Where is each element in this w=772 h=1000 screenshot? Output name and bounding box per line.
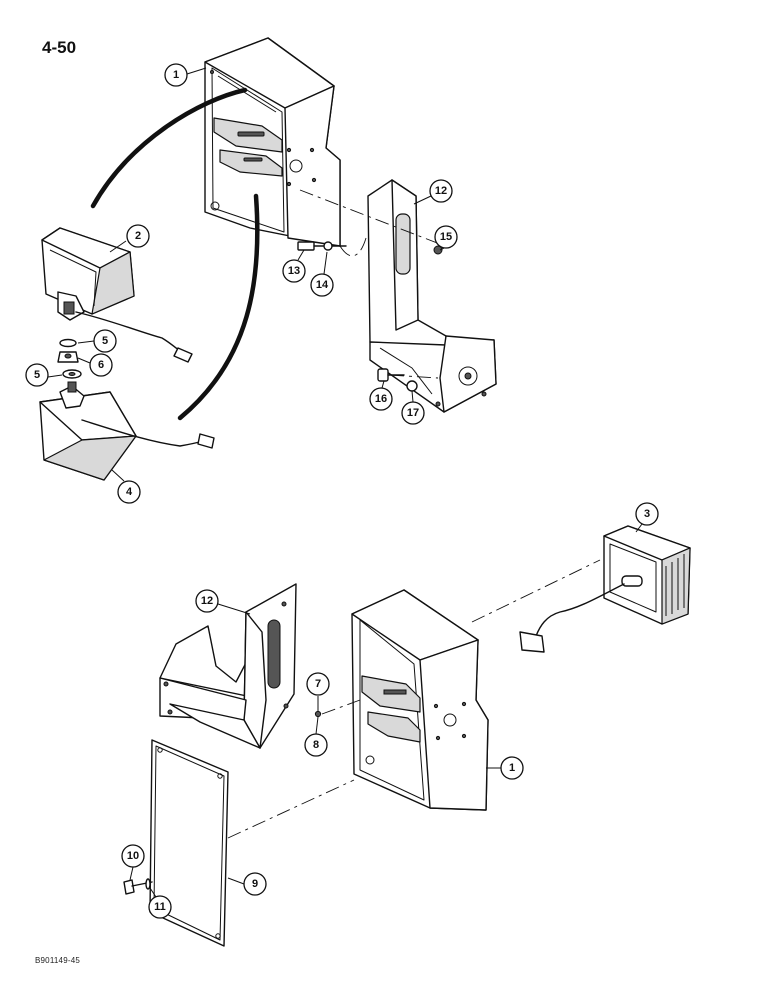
svg-text:14: 14 — [316, 279, 329, 291]
svg-text:1: 1 — [173, 69, 179, 81]
assembly-line — [321, 699, 361, 715]
wire-harness-hose — [177, 193, 260, 421]
bolt-and-washer — [297, 189, 446, 257]
callout-16: 16 — [369, 380, 393, 411]
callout-15: 15 — [434, 225, 458, 251]
callout-17: 17 — [401, 390, 425, 425]
mounting-bracket-top — [367, 179, 497, 413]
callout-12-bottom: 12 — [195, 589, 251, 615]
callout-5-lower: 5 — [25, 363, 63, 387]
mounting-bracket-bottom — [159, 583, 297, 749]
callout-11: 11 — [148, 887, 172, 919]
work-lamp-rear — [39, 381, 215, 481]
callout-6: 6 — [77, 353, 113, 377]
svg-text:10: 10 — [127, 850, 139, 862]
svg-text:5: 5 — [102, 335, 108, 347]
svg-text:12: 12 — [435, 185, 447, 197]
figure-code: B901149-45 — [35, 956, 80, 965]
svg-text:6: 6 — [98, 359, 104, 371]
svg-text:9: 9 — [252, 878, 258, 890]
svg-text:13: 13 — [288, 265, 300, 277]
callout-8: 8 — [304, 716, 328, 757]
svg-text:16: 16 — [375, 393, 387, 405]
washer-nut-stack — [57, 338, 82, 379]
callout-1-top: 1 — [164, 63, 207, 87]
svg-text:2: 2 — [135, 230, 141, 242]
callout-12-top: 12 — [413, 179, 453, 205]
callout-7: 7 — [306, 672, 330, 711]
svg-text:8: 8 — [313, 739, 319, 751]
tail-light-lens — [519, 525, 691, 653]
svg-text:15: 15 — [440, 231, 452, 243]
assembly-line — [471, 559, 601, 623]
page-number: 4-50 — [42, 38, 77, 57]
lamp-housing-bottom — [351, 589, 489, 811]
svg-text:3: 3 — [644, 508, 650, 520]
callout-2: 2 — [109, 224, 150, 253]
svg-text:5: 5 — [34, 369, 40, 381]
callout-10: 10 — [121, 844, 145, 881]
small-nut — [314, 710, 322, 718]
lamp-housing-top — [204, 37, 341, 247]
callout-4: 4 — [111, 469, 141, 504]
svg-text:12: 12 — [201, 595, 213, 607]
svg-text:4: 4 — [126, 486, 133, 498]
assembly-line — [227, 779, 355, 839]
svg-text:7: 7 — [315, 678, 321, 690]
callout-14: 14 — [310, 251, 334, 297]
cover-screw — [123, 878, 153, 895]
lock-nut — [433, 245, 443, 255]
svg-text:11: 11 — [154, 901, 166, 913]
callout-13: 13 — [282, 249, 306, 283]
cover-plate — [149, 739, 229, 947]
work-lamp-front — [41, 227, 193, 363]
callout-1-bottom: 1 — [486, 756, 524, 780]
callout-9: 9 — [227, 872, 267, 896]
svg-text:17: 17 — [407, 407, 419, 419]
svg-text:1: 1 — [509, 762, 515, 774]
wire-harness-hose — [90, 87, 248, 209]
callout-5-upper: 5 — [77, 329, 117, 353]
callout-3: 3 — [635, 502, 659, 533]
